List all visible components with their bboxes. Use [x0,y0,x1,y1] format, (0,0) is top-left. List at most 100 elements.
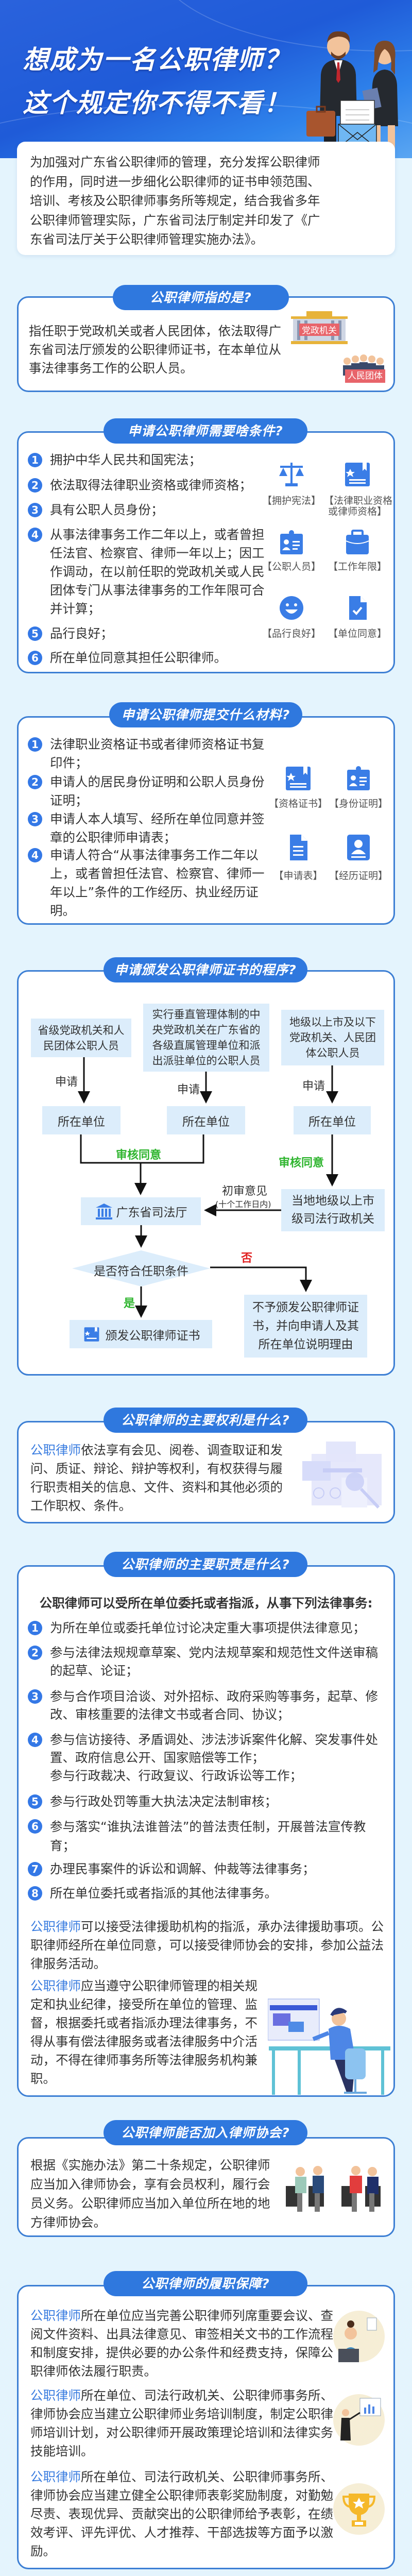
icon-label: 【公职人员】 [262,561,321,572]
requirement-item-4: 从事法律事务工作二年以上，或者曾担任法官、检察官、律师一年以上；因工作调动，在以… [50,527,265,616]
flow-label-apply: 申请 [55,1076,78,1089]
bank-building-icon [95,1204,112,1219]
number-badge-2: 2 [28,478,42,493]
legal-aid-paragraph: 公职律师可以接受法律援助机构的指派，承办法律援助事项。公职律师经所在单位同意，可… [30,1918,386,1973]
section-title-definition: 公职律师指的是? [113,285,289,310]
hero-title-line-2: 这个规定你不得不看！ [23,88,290,118]
number-badge-4: 4 [28,848,42,862]
duty-item-1: 为所在单位或委托单位讨论决定重大事项提供法律意见； [50,1620,366,1635]
section-title-guarantee: 公职律师的履职保障? [104,2271,307,2296]
flow-label-preliminary-note: (十个工作日内) [215,1199,271,1209]
flow-deny-certificate: 不予颁发公职律师证书，并向申请人及其所在单位说明理由 [244,1295,367,1358]
section-title-text: 申请公职律师需要啥条件? [128,423,283,438]
requirement-item-5: 品行良好； [50,626,113,641]
icon-label: 【经历证明】 [329,870,388,882]
duty-item-8: 所在单位委托或者指派的其他法律事务。 [50,1886,277,1901]
duty-item-4-text: 参与信访接待、矛盾调处、涉法涉诉案件化解、突发事件处置、政府信息公开、国家赔偿等… [50,1732,378,1765]
guarantee-body-2: 所在单位、司法行政机关、公职律师事务所、律师协会应当建立公职律师业务培训制度，制… [30,2388,333,2459]
icon-label: 【单位同意】 [328,628,387,639]
duty-item-6: 参与落实“谁执法谁普法”的普法责任制，开展普法宣传教育； [50,1819,366,1853]
association-card [17,2137,395,2237]
guarantee-paragraph-1: 公职律师所在单位应当完善公职律师列席重要会议、查阅文件资料、出具法律意见、审签相… [30,2307,335,2381]
flow-grant-text: 颁发公职律师证书 [105,1329,200,1343]
flow-label-apply: 申请 [302,1080,325,1093]
flow-unit-c: 所在单位 [294,1106,371,1134]
number-badge-4: 4 [28,528,42,542]
duty-item-2: 参与法律法规规章草案、党内法规草案和规范性文件送审稿的起草、论证； [50,1645,378,1678]
briefcase-icon [346,530,369,554]
guarantee-body-3: 所在单位、司法行政机关、公职律师事务所、律师协会应当建立健全公职律师表彰奖励制度… [30,2469,333,2558]
duty-item-3: 参与合作项目洽谈、对外招标、政府采购等事务，起草、修改、审核重要的法律文书或者合… [50,1689,378,1722]
flow-grant-certificate: 颁发公职律师证书 [70,1320,212,1348]
hero-banner: 想成为一名公职律师？ 这个规定你不得不看！ [0,0,412,158]
highlight-term: 公职律师 [30,1919,81,1934]
flow-deny-text: 不予颁发公职律师证书，并向申请人及其所在单位说明理由 [252,1301,359,1351]
number-badge-5: 5 [28,626,42,641]
icon-label: 【申请表】 [273,870,323,882]
section-title-materials: 申请公职律师提交什么材料? [109,702,302,727]
section-title-procedure: 申请颁发公职律师证书的程序? [104,957,307,982]
presenter-chart-icon [333,2394,385,2446]
document-search-illustration [302,1442,382,1509]
guarantee-paragraph-2: 公职律师所在单位、司法行政机关、公职律师事务所、律师协会应当建立公职律师业务培训… [30,2386,335,2461]
number-badge-2: 2 [28,775,42,789]
material-item-3: 申请人本人填写、经所在单位同意并签章的公职律师申请表； [50,811,265,845]
flow-province-text: 广东省司法厅 [116,1206,187,1219]
number-badge-7: 7 [28,1862,42,1876]
flow-label-yes: 是 [124,1297,135,1310]
flow-label-preliminary: 初审意见 [222,1185,268,1198]
flow-source-text: 省级党政机关和人民团体公职人员 [38,1024,125,1052]
highlight-term: 公职律师 [30,1978,81,1993]
trophy-icon [333,2483,385,2535]
flow-source-central-vertical: 实行垂直管理体制的中央党政机关在广东省的各级直属管理单位和派出派驻单位的公职人员 [143,1004,269,1072]
certificate-icon [286,767,311,790]
flow-local-bureau-text: 当地地级以上市级司法行政机关 [291,1194,374,1226]
form-document-icon [290,835,307,860]
flow-source-municipal: 地级以上市及以下党政机关、人民团体公职人员 [281,1010,384,1065]
number-badge-3: 3 [28,1689,42,1704]
discipline-body: 应当遵守公职律师管理的相关规定和执业纪律，接受所在单位的管理、监督，根据委托或者… [30,1978,258,2086]
flow-source-provincial: 省级党政机关和人民团体公职人员 [31,1019,131,1057]
flow-unit-text: 所在单位 [182,1115,230,1129]
badge-people-organization: 人民团体 [348,371,383,381]
id-badge-icon [347,766,370,790]
requirement-item-6: 所在单位同意其担任公职律师。 [50,650,227,665]
number-badge-3: 3 [28,503,42,517]
lawyers-illustration [306,31,398,158]
certificate-icon [84,1327,99,1342]
icon-label: 【身份证明】 [329,798,388,809]
meeting-people-illustration [286,2166,381,2212]
association-text: 根据《实施办法》第二十条规定，公职律师应当加入律师协会，享有会员权利，履行会员义… [30,2158,270,2230]
icon-label-line-2: 或律师资格】 [328,506,387,517]
number-badge-1: 1 [28,1621,42,1635]
flow-unit-b: 所在单位 [167,1106,245,1134]
icon-label: 【资格证书】 [268,798,328,809]
material-item-4: 申请人符合“从事法律事务工作二年以上，或者曾担任法官、检察官、律师一年以上”条件… [50,848,265,918]
number-badge-4: 4 [28,1733,42,1747]
intro-text: 为加强对广东省公职律师的管理，充分发挥公职律师的作用，同时进一步细化公职律师的证… [30,155,320,247]
decorative-wave [0,103,412,158]
flow-source-text: 实行垂直管理体制的中央党政机关在广东省的各级直属管理单位和派出派驻单位的公职人员 [152,1008,261,1067]
number-badge-3: 3 [28,812,42,826]
section-title-association: 公职律师能否加入律师协会? [104,2120,307,2145]
badge-party-government: 党政机关 [302,326,337,336]
people-group-icon [343,354,385,383]
highlight-term: 公职律师 [30,1443,81,1458]
section-title-rights: 公职律师的主要权利是什么? [104,1408,307,1433]
flow-label-apply: 申请 [177,1083,200,1096]
duty-item-4-extra: 参与行政裁决、行政复议、行政诉讼等工作； [50,1768,302,1783]
duties-lead: 公职律师可以受所在单位委托或者指派，从事下列法律事务: [39,1596,373,1611]
number-badge-6: 6 [28,651,42,665]
flow-provincial-justice-dept: 广东省司法厅 [81,1197,201,1225]
highlight-term: 公职律师 [30,2308,81,2323]
flow-label-approved: 审核同意 [116,1149,162,1162]
flow-unit-text: 所在单位 [58,1115,105,1129]
flow-source-text: 地级以上市及以下党政机关、人民团体公职人员 [289,1016,376,1059]
flow-decision-text: 是否符合任职条件 [94,1265,188,1278]
requirement-item-1: 拥护中华人民共和国宪法； [50,452,201,467]
number-badge-1: 1 [28,737,42,752]
number-badge-6: 6 [28,1819,42,1834]
icon-label: 【法律职业资格 [324,495,393,506]
definition-text: 指任职于党政机关或者人民团体，依法取得广东省司法厅颁发的公职律师证书，在本单位从… [29,324,281,376]
number-badge-5: 5 [28,1794,42,1809]
